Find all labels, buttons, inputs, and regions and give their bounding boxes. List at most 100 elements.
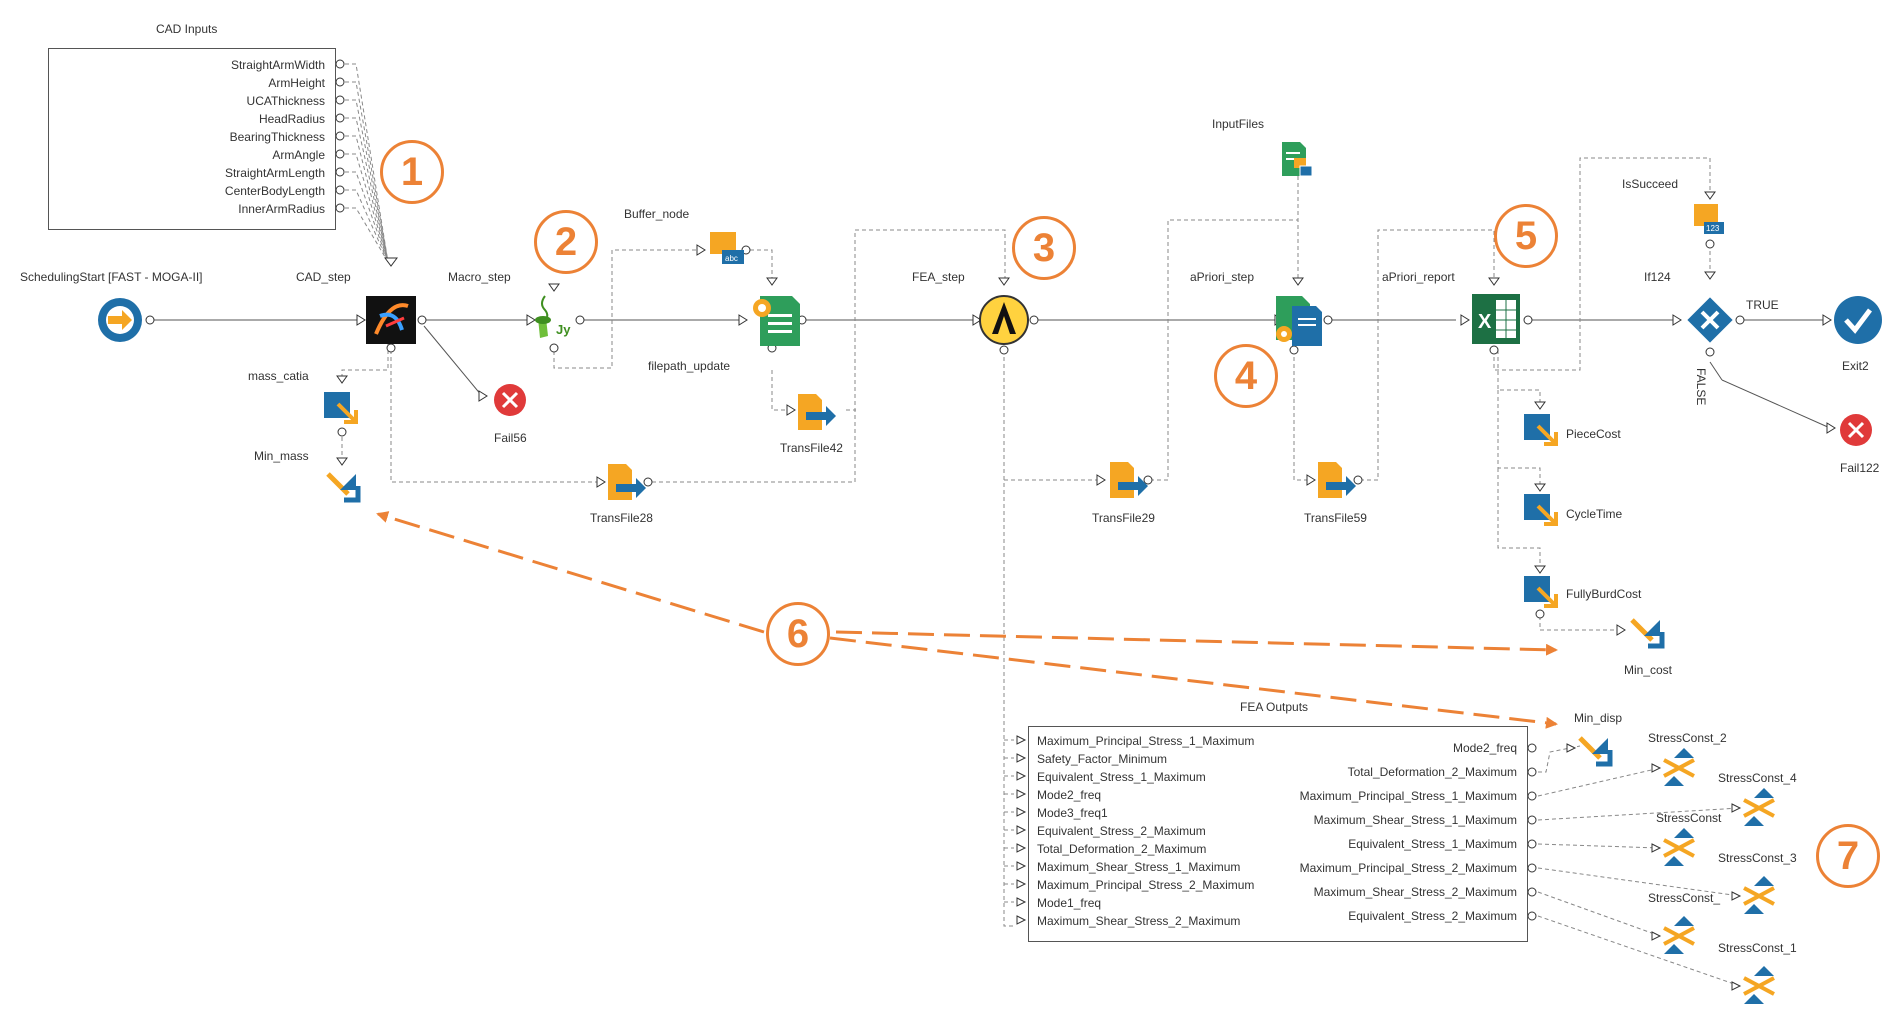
transfile29-label: TransFile29 [1092, 511, 1155, 525]
fail122-label: Fail122 [1840, 461, 1880, 475]
cad-input-item: HeadRadius [258, 112, 325, 126]
cad-input-item: InnerArmRadius [238, 202, 325, 216]
jython-icon[interactable]: Jy [535, 295, 571, 338]
cad-inputs-title: CAD Inputs [156, 22, 218, 36]
fea-input-item: Maximum_Shear_Stress_2_Maximum [1037, 914, 1241, 928]
transfer-file-icon[interactable] [798, 394, 836, 430]
annotation-badge-4: 4 [1214, 344, 1278, 408]
constraint-icon[interactable] [1663, 916, 1695, 954]
fail-icon[interactable] [494, 384, 526, 416]
constraint-icon[interactable] [1663, 828, 1695, 866]
port-markers [145, 59, 1836, 991]
cad-input-item: CenterBodyLength [224, 184, 325, 198]
fea-input-item: Mode2_freq [1037, 788, 1102, 802]
fea-output-item: Equivalent_Stress_2_Maximum [1348, 909, 1517, 923]
constraint-icon[interactable] [1663, 748, 1695, 786]
objective-icon[interactable] [326, 472, 361, 503]
true-label: TRUE [1746, 298, 1779, 312]
data-flow-lines [341, 63, 1741, 987]
transfer-file-icon[interactable] [1110, 462, 1148, 498]
constraint-icon[interactable] [1743, 788, 1775, 826]
fail-icon[interactable] [1840, 414, 1872, 446]
fea-input-item: Mode1_freq [1037, 896, 1102, 910]
stress-const-3-label: StressConst_3 [1718, 851, 1797, 865]
mass-catia-label: mass_catia [248, 369, 309, 383]
input-files-icon[interactable] [1282, 142, 1313, 177]
transfer-file-icon[interactable] [1318, 462, 1356, 498]
annotation-badge-5: 5 [1494, 204, 1558, 268]
macro-step-label: Macro_step [448, 270, 511, 284]
transfile28-label: TransFile28 [590, 511, 653, 525]
fea-output-item: Equivalent_Stress_1_Maximum [1348, 837, 1517, 851]
output-variable-icon[interactable] [324, 392, 358, 424]
stress-const-1-label: StressConst_1 [1718, 941, 1797, 955]
exit2-label: Exit2 [1842, 359, 1869, 373]
is-succeed-icon[interactable]: 123 [1694, 204, 1724, 234]
catia-icon[interactable] [366, 296, 416, 344]
fea-output-item: Total_Deformation_2_Maximum [1347, 765, 1517, 779]
cad-inputs-box[interactable]: StraightArmWidth ArmHeight UCAThickness … [48, 48, 336, 230]
stress-const-underscore-label: StressConst_ [1648, 891, 1721, 905]
min-mass-label: Min_mass [254, 449, 309, 463]
svg-text:123: 123 [1706, 224, 1720, 233]
script-gear-icon[interactable] [753, 296, 800, 346]
fea-input-item: Mode3_freq1 [1037, 806, 1108, 820]
stress-const-4-label: StressConst_4 [1718, 771, 1797, 785]
fea-output-item: Maximum_Shear_Stress_2_Maximum [1313, 885, 1517, 899]
cad-input-item: StraightArmLength [224, 166, 325, 180]
cad-input-item: UCAThickness [246, 94, 325, 108]
apriori-step-label: aPriori_step [1190, 270, 1255, 284]
fail56-label: Fail56 [494, 431, 527, 445]
false-label: FALSE [1694, 368, 1708, 406]
transfer-file-icon[interactable] [608, 464, 646, 500]
if124-label: If124 [1644, 270, 1671, 284]
constraint-icon[interactable] [1743, 966, 1775, 1004]
annotation-badge-1: 1 [380, 140, 444, 204]
fea-input-item: Total_Deformation_2_Maximum [1037, 842, 1207, 856]
output-variable-icon[interactable] [1524, 414, 1558, 446]
input-files-label: InputFiles [1212, 117, 1265, 131]
main-flow-lines [154, 319, 1831, 429]
fea-input-item: Equivalent_Stress_2_Maximum [1037, 824, 1206, 838]
objective-icon[interactable] [1578, 736, 1613, 767]
fea-outputs-title: FEA Outputs [1240, 700, 1309, 714]
fea-output-item: Mode2_freq [1452, 741, 1517, 755]
fea-input-item: Maximum_Shear_Stress_1_Maximum [1037, 860, 1241, 874]
transfile59-label: TransFile59 [1304, 511, 1367, 525]
scheduling-start-icon[interactable] [98, 298, 142, 342]
fea-outputs-box[interactable]: Maximum_Principal_Stress_1_Maximum Safet… [1028, 726, 1528, 942]
apriori-report-label: aPriori_report [1382, 270, 1455, 284]
fea-output-item: Maximum_Principal_Stress_1_Maximum [1299, 789, 1517, 803]
objective-icon[interactable] [1630, 618, 1665, 649]
fea-output-item: Maximum_Principal_Stress_2_Maximum [1299, 861, 1517, 875]
annotation-badge-3: 3 [1012, 216, 1076, 280]
cad-input-item: BearingThickness [229, 130, 325, 144]
constraint-icon[interactable] [1743, 876, 1775, 914]
fea-step-label: FEA_step [912, 270, 965, 284]
fea-input-item: Maximum_Principal_Stress_2_Maximum [1037, 878, 1255, 892]
stress-const-2-label: StressConst_2 [1648, 731, 1727, 745]
cad-input-item: ArmHeight [268, 76, 325, 90]
output-variable-icon[interactable] [1524, 494, 1558, 526]
fea-input-item: Safety_Factor_Minimum [1037, 752, 1168, 766]
annotation-badge-7: 7 [1816, 824, 1880, 888]
buffer-icon[interactable]: abc [710, 232, 744, 264]
scheduling-start-label: SchedulingStart [FAST - MOGA-II] [20, 270, 203, 284]
check-icon[interactable] [1834, 296, 1882, 344]
annotation-arrows [376, 511, 1558, 729]
cycle-time-label: CycleTime [1566, 507, 1623, 521]
ansys-icon[interactable] [979, 295, 1029, 345]
piece-cost-label: PieceCost [1566, 427, 1621, 441]
fea-output-item: Maximum_Shear_Stress_1_Maximum [1313, 813, 1517, 827]
output-variable-icon[interactable] [1524, 576, 1558, 608]
transfile42-label: TransFile42 [780, 441, 843, 455]
svg-text:Jy: Jy [556, 322, 571, 337]
annotation-badge-2: 2 [534, 210, 598, 274]
filepath-update-label: filepath_update [648, 359, 731, 373]
fea-input-item: Equivalent_Stress_1_Maximum [1037, 770, 1206, 784]
min-disp-label: Min_disp [1574, 711, 1623, 725]
excel-icon[interactable]: X [1472, 294, 1520, 344]
if-icon[interactable] [1687, 297, 1733, 343]
apriori-icon[interactable] [1276, 296, 1322, 346]
min-cost-label: Min_cost [1624, 663, 1673, 677]
